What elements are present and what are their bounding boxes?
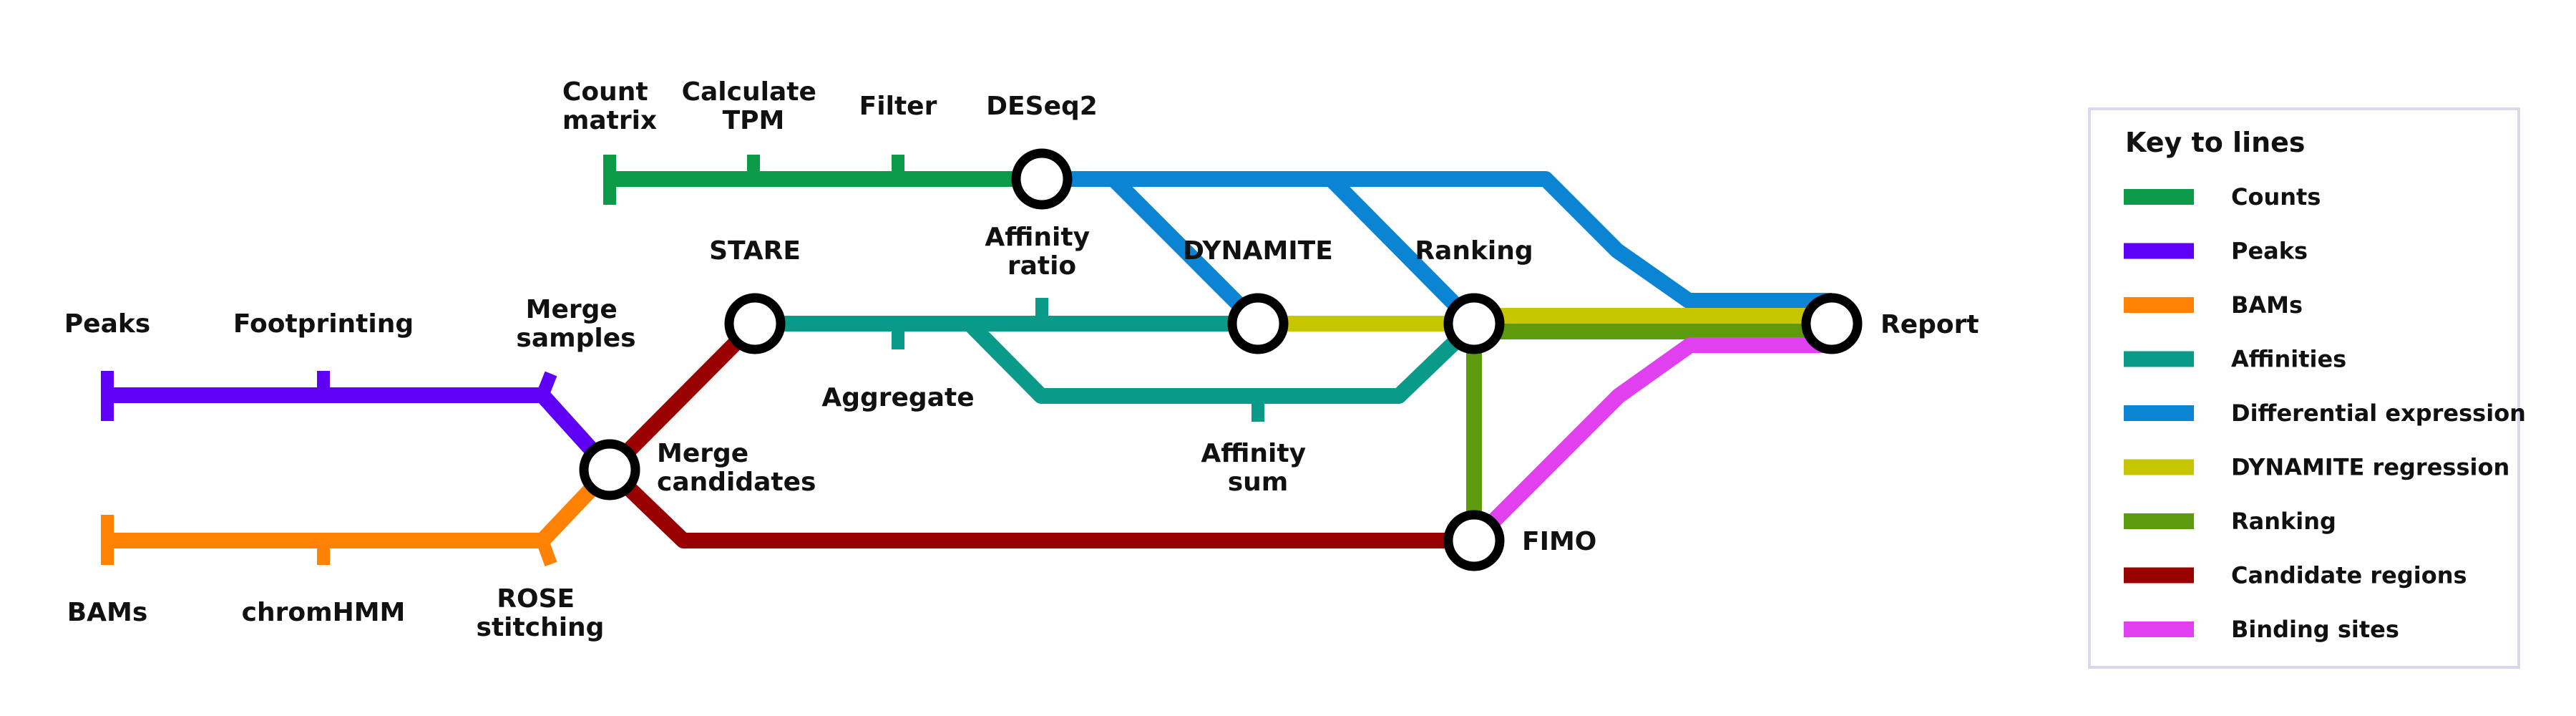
key-label-bams: BAMs: [2231, 291, 2303, 319]
key-label-affinities: Affinities: [2231, 346, 2346, 373]
label-calculate-tpm: Calculate TPM: [682, 77, 826, 135]
label-peaks: Peaks: [64, 309, 150, 339]
label-stare: STARE: [709, 236, 801, 266]
label-merge-samples-line2: samples: [516, 324, 635, 353]
key-swatch-ranking: [2124, 513, 2194, 529]
label-merge-samples: Merge samples: [516, 295, 635, 353]
key-swatch-candidate-regions: [2124, 567, 2194, 584]
label-calculate-tpm-line2: TPM: [723, 106, 785, 135]
label-fimo: FIMO: [1522, 527, 1596, 556]
key-label-dynamite-regression: DYNAMITE regression: [2231, 454, 2509, 481]
key-label-peaks: Peaks: [2231, 238, 2308, 265]
key-swatch-bams: [2124, 297, 2194, 313]
label-rose-stitching-line2: stitching: [477, 613, 605, 642]
label-aggregate: Aggregate: [821, 383, 974, 412]
label-merge-samples-line1: Merge: [526, 295, 618, 324]
key-swatch-peaks: [2124, 243, 2194, 259]
line-peaks-tick-merge-samples: [536, 371, 557, 398]
label-count-matrix: Count matrix: [562, 77, 657, 135]
label-bams: BAMs: [67, 598, 148, 627]
line-affinities-sum-branch: [964, 318, 1480, 404]
key-swatch-binding-sites: [2124, 621, 2194, 637]
line-binding-sites: [1468, 337, 1832, 546]
label-affinity-sum-line1: Affinity: [1201, 439, 1306, 468]
label-calculate-tpm-line1: Calculate: [682, 77, 816, 107]
key-label-counts: Counts: [2231, 183, 2321, 211]
station-merge-candidates[interactable]: [579, 439, 640, 500]
label-affinity-ratio-line2: ratio: [1008, 251, 1076, 281]
label-merge-candidates-line2: candidates: [657, 468, 816, 497]
station-dynamite[interactable]: [1227, 293, 1289, 354]
label-report: Report: [1880, 310, 1979, 339]
label-count-matrix-line2: matrix: [562, 106, 657, 135]
label-affinity-ratio-line1: Affinity: [985, 223, 1090, 252]
label-dynamite: DYNAMITE: [1183, 236, 1333, 266]
label-filter: Filter: [859, 92, 937, 121]
key-swatch-counts: [2124, 189, 2194, 205]
station-fimo[interactable]: [1443, 510, 1505, 571]
label-count-matrix-line1: Count: [562, 77, 648, 107]
label-affinity-sum-line2: sum: [1228, 468, 1289, 497]
line-differential-expression-to-ranking: [1325, 173, 1480, 329]
station-report[interactable]: [1801, 293, 1863, 354]
line-bams: [107, 464, 615, 548]
key-swatch-differential-expression: [2124, 405, 2194, 421]
line-candidate-regions: [602, 318, 1474, 548]
station-deseq2[interactable]: [1011, 148, 1073, 210]
key-to-lines: Key to lines CountsPeaksBAMsAffinitiesDi…: [2088, 107, 2526, 669]
station-stare[interactable]: [724, 293, 786, 354]
label-chromhmm: chromHMM: [242, 598, 406, 627]
label-deseq2: DESeq2: [986, 92, 1098, 121]
key-swatch-affinities: [2124, 351, 2194, 367]
line-differential-expression: [1042, 171, 1832, 309]
station-labels: Count matrix Calculate TPM Filter DESeq2…: [64, 77, 1979, 642]
key-label-differential-expression: Differential expression: [2231, 400, 2526, 427]
key-label-binding-sites: Binding sites: [2231, 616, 2399, 643]
line-bams-tick-rose-stitching: [536, 538, 557, 567]
line-peaks: [107, 387, 616, 475]
label-affinity-ratio: Affinity ratio: [985, 223, 1098, 281]
station-ranking[interactable]: [1443, 293, 1505, 354]
line-differential-expression-to-dynamite: [1108, 173, 1264, 329]
label-ranking: Ranking: [1415, 236, 1533, 266]
label-affinity-sum: Affinity sum: [1201, 439, 1314, 497]
label-rose-stitching-line1: ROSE: [497, 584, 575, 614]
label-merge-candidates: Merge candidates: [657, 439, 816, 497]
label-footprinting: Footprinting: [233, 309, 414, 339]
metro-lines: [101, 155, 1832, 567]
label-merge-candidates-line1: Merge: [657, 439, 748, 468]
label-rose-stitching: ROSE stitching: [477, 584, 605, 642]
key-swatch-dynamite-regression: [2124, 459, 2194, 475]
key-label-candidate-regions: Candidate regions: [2231, 562, 2467, 589]
key-label-ranking: Ranking: [2231, 508, 2336, 535]
key-title: Key to lines: [2125, 127, 2306, 158]
stations: [579, 148, 1863, 571]
